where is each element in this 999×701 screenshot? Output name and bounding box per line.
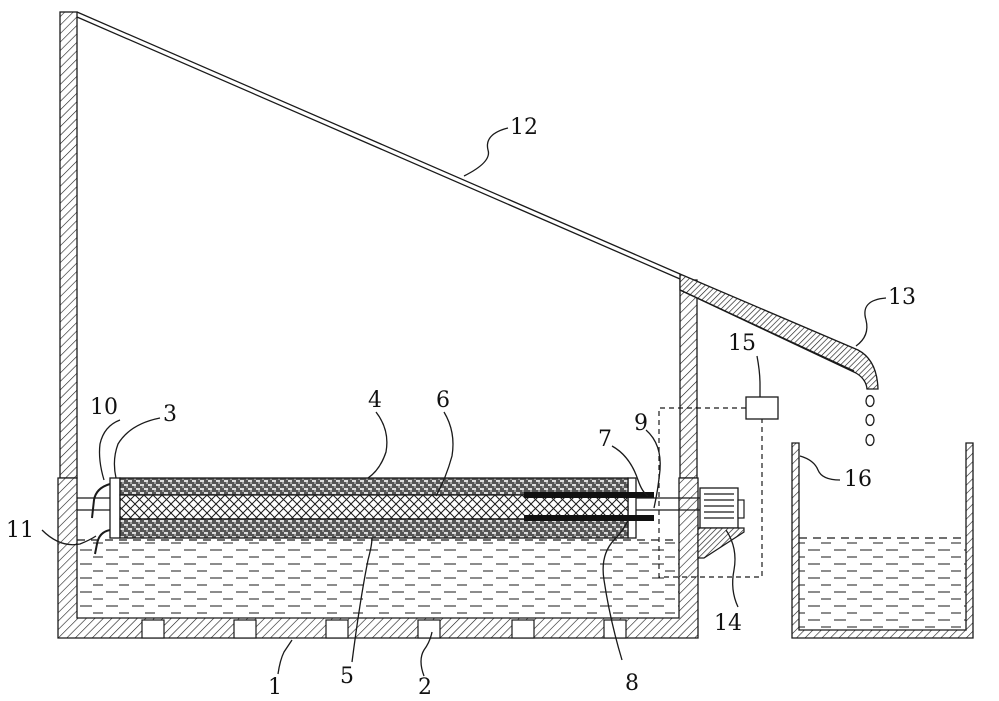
end-cap-right bbox=[627, 477, 637, 539]
collector-vessel bbox=[791, 442, 974, 639]
callout-3: 3 bbox=[163, 402, 177, 427]
bottom-wick-layer bbox=[119, 518, 629, 539]
heating-rod-lower bbox=[524, 515, 654, 521]
support-block bbox=[417, 619, 441, 639]
support-block bbox=[141, 619, 165, 639]
drop bbox=[865, 394, 875, 408]
right-short-wall bbox=[679, 279, 698, 479]
tank-water bbox=[77, 540, 679, 618]
heating-rod-upper bbox=[524, 492, 654, 498]
end-cap-left bbox=[109, 477, 121, 539]
basin-tank bbox=[57, 11, 699, 639]
condensate-gutter bbox=[679, 273, 879, 390]
drop bbox=[865, 413, 875, 427]
drop bbox=[865, 433, 875, 447]
pump bbox=[697, 487, 745, 559]
pipes bbox=[77, 483, 700, 555]
callout-10: 10 bbox=[90, 395, 118, 420]
callout-6: 6 bbox=[436, 388, 450, 413]
callout-7: 7 bbox=[598, 427, 612, 452]
tank-u-shell bbox=[57, 477, 699, 639]
bottom-supports bbox=[141, 619, 627, 639]
support-block bbox=[511, 619, 535, 639]
callout-8: 8 bbox=[625, 671, 639, 696]
callout-2: 2 bbox=[418, 675, 432, 700]
callout-15: 15 bbox=[728, 331, 756, 356]
support-block bbox=[325, 619, 349, 639]
inlet-pipe-10 bbox=[91, 483, 111, 519]
support-block bbox=[603, 619, 627, 639]
controller bbox=[658, 396, 779, 578]
callout-16: 16 bbox=[844, 467, 872, 492]
evaporation-module bbox=[109, 477, 654, 539]
leader-lines bbox=[41, 127, 887, 677]
support-block bbox=[233, 619, 257, 639]
water-drops bbox=[865, 394, 875, 447]
sloped-cover bbox=[76, 11, 681, 280]
callout-5: 5 bbox=[340, 664, 354, 689]
callout-11: 11 bbox=[6, 518, 34, 543]
outlet-pipe-11 bbox=[94, 529, 111, 555]
callout-4: 4 bbox=[368, 388, 382, 413]
callout-14: 14 bbox=[714, 611, 742, 636]
callout-1: 1 bbox=[268, 675, 282, 700]
callout-labels: 1 2 3 4 5 6 7 8 9 10 11 12 13 14 15 16 bbox=[6, 115, 916, 700]
callout-12: 12 bbox=[510, 115, 538, 140]
callout-9: 9 bbox=[634, 411, 648, 436]
left-tall-wall bbox=[59, 11, 78, 479]
callout-13: 13 bbox=[888, 285, 916, 310]
